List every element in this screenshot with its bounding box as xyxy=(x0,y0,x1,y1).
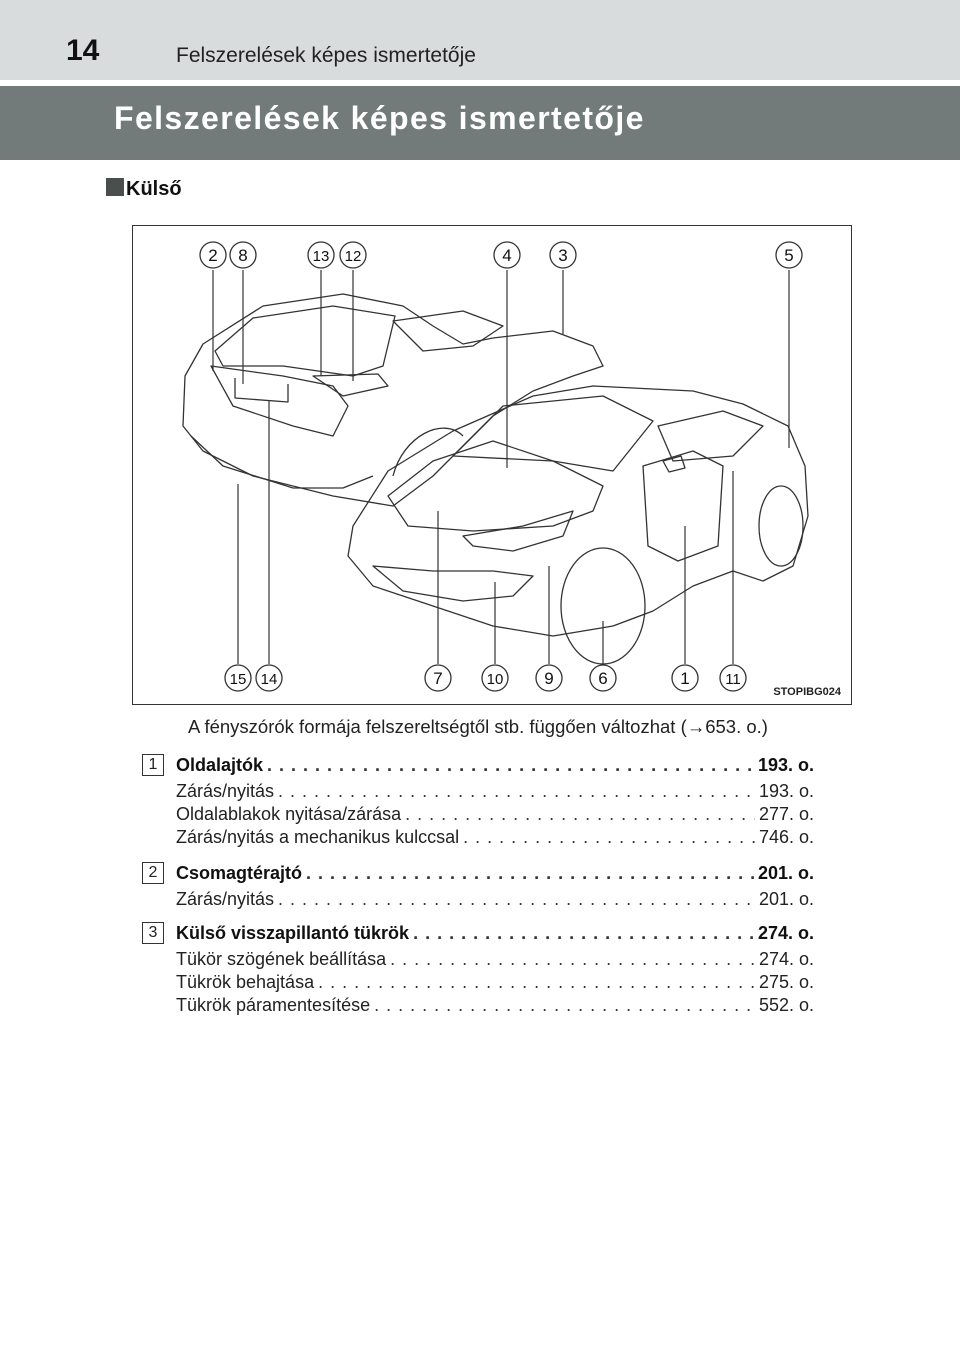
entry-page: 274. o. xyxy=(757,923,814,943)
leader-dots: . . . . . . . . . . . . . . . . . . . . … xyxy=(318,972,755,992)
entry-title: Csomagtérajtó xyxy=(176,863,303,883)
callout-8: 8 xyxy=(238,246,247,265)
section-title: Külső xyxy=(126,178,182,200)
subitem-page: 552. o. xyxy=(758,995,814,1015)
subitem-label: Oldalablakok nyitása/zárása xyxy=(176,804,402,824)
rear-tailgate xyxy=(210,365,349,437)
running-title: Felszerelések képes ismertetője xyxy=(176,44,476,67)
callout-12: 12 xyxy=(345,248,362,265)
subitem-page: 201. o. xyxy=(758,889,814,909)
vehicle-illustration: 2 8 13 12 4 3 5 15 14 7 10 9 xyxy=(182,241,809,692)
rear-car-body xyxy=(182,293,604,507)
entry-heading: Csomagtérajtó . . . . . . . . . . . . . … xyxy=(176,862,814,885)
callout-7: 7 xyxy=(433,669,442,688)
subitem-label: Tükör szögének beállítása xyxy=(176,949,387,969)
leader-dots: . . . . . . . . . . . . . . . . . . . . … xyxy=(278,781,755,801)
rear-tail-light xyxy=(312,373,389,397)
figure-caption: A fényszórók formája felszereltségtől st… xyxy=(188,716,768,737)
callout-3: 3 xyxy=(558,246,567,265)
callout-2: 2 xyxy=(208,246,217,265)
entry-subitem: Zárás/nyitás . . . . . . . . . . . . . .… xyxy=(176,780,814,803)
leader-dots: . . . . . . . . . . . . . . . . . . . . … xyxy=(390,949,755,969)
entry-title: Oldalajtók xyxy=(176,755,264,775)
chapter-title-band xyxy=(0,86,960,160)
rear-window xyxy=(214,305,396,377)
callout-14: 14 xyxy=(261,671,278,688)
entry-subitem: Tükrök páramentesítése . . . . . . . . .… xyxy=(176,994,814,1017)
front-grille xyxy=(372,565,534,602)
entry-page: 193. o. xyxy=(757,755,814,775)
entry-subitem: Zárás/nyitás a mechanikus kulccsal . . .… xyxy=(176,826,814,849)
subitem-page: 193. o. xyxy=(758,781,814,801)
entry-heading: Külső visszapillantó tükrök . . . . . . … xyxy=(176,922,814,945)
entry-csomagterajto: Csomagtérajtó . . . . . . . . . . . . . … xyxy=(176,862,814,911)
subitem-label: Zárás/nyitás xyxy=(176,889,275,909)
callout-15: 15 xyxy=(230,671,247,688)
leader-dots: . . . . . . . . . . . . . . . . . . . . … xyxy=(278,889,755,909)
leader-dots: . . . . . . . . . . . . . . . . . . . . … xyxy=(405,804,755,824)
callout-9: 9 xyxy=(544,669,553,688)
leader-dots: . . . . . . . . . . . . . . . . . . . . … xyxy=(463,827,755,847)
callout-4: 4 xyxy=(502,246,511,265)
page-number: 14 xyxy=(66,34,100,67)
entry-kulso-visszapillanto-tukrok: Külső visszapillantó tükrök . . . . . . … xyxy=(176,922,814,1017)
callout-13: 13 xyxy=(313,248,330,265)
rear-wheel-arch xyxy=(392,427,464,477)
figure-code: STOPIBG024 xyxy=(773,686,841,698)
callout-5: 5 xyxy=(784,246,793,265)
subitem-page: 746. o. xyxy=(758,827,814,847)
entry-title: Külső visszapillantó tükrök xyxy=(176,923,410,943)
front-headlight xyxy=(462,510,574,552)
entry-subitem: Tükör szögének beállítása . . . . . . . … xyxy=(176,948,814,971)
entry-subitem: Zárás/nyitás . . . . . . . . . . . . . .… xyxy=(176,888,814,911)
leader-dots: . . . . . . . . . . . . . . . . . . . . … xyxy=(267,755,754,775)
entry-number-badge: 2 xyxy=(142,862,164,884)
chapter-title: Felszerelések képes ismertetője xyxy=(114,100,645,136)
front-side-window xyxy=(657,410,764,462)
leader-dots: . . . . . . . . . . . . . . . . . . . . … xyxy=(374,995,755,1015)
entry-subitem: Tükrök behajtása . . . . . . . . . . . .… xyxy=(176,971,814,994)
callout-1: 1 xyxy=(680,669,689,688)
front-hood xyxy=(387,440,604,532)
vehicle-exterior-figure: 2 8 13 12 4 3 5 15 14 7 10 9 xyxy=(132,225,852,705)
rear-side-window xyxy=(392,310,504,352)
entry-oldalajtok: Oldalajtók . . . . . . . . . . . . . . .… xyxy=(176,754,814,849)
entry-number-badge: 1 xyxy=(142,754,164,776)
section-marker-icon xyxy=(106,178,124,196)
leader-dots: . . . . . . . . . . . . . . . . . . . . … xyxy=(306,863,754,883)
subitem-page: 277. o. xyxy=(758,804,814,824)
front-door xyxy=(642,450,724,562)
subitem-page: 274. o. xyxy=(758,949,814,969)
entry-number-badge: 3 xyxy=(142,922,164,944)
front-car-body xyxy=(347,385,809,637)
entry-heading: Oldalajtók . . . . . . . . . . . . . . .… xyxy=(176,754,814,777)
callout-10: 10 xyxy=(487,671,504,688)
subitem-label: Zárás/nyitás xyxy=(176,781,275,801)
subitem-label: Tükrök behajtása xyxy=(176,972,315,992)
subitem-label: Tükrök páramentesítése xyxy=(176,995,371,1015)
subitem-label: Zárás/nyitás a mechanikus kulccsal xyxy=(176,827,460,847)
leader-dots: . . . . . . . . . . . . . . . . . . . . … xyxy=(413,923,754,943)
subitem-page: 275. o. xyxy=(758,972,814,992)
entry-page: 201. o. xyxy=(757,863,814,883)
rear-right-wheel xyxy=(758,485,804,567)
rear-bumper xyxy=(190,435,374,489)
callout-6: 6 xyxy=(598,669,607,688)
front-windshield xyxy=(452,395,654,472)
callout-11: 11 xyxy=(725,671,741,688)
rear-plate-area xyxy=(234,378,289,403)
page-header: 14 Felszerelések képes ismertetője xyxy=(0,0,960,80)
entry-subitem: Oldalablakok nyitása/zárása . . . . . . … xyxy=(176,803,814,826)
front-mirror xyxy=(662,455,686,473)
